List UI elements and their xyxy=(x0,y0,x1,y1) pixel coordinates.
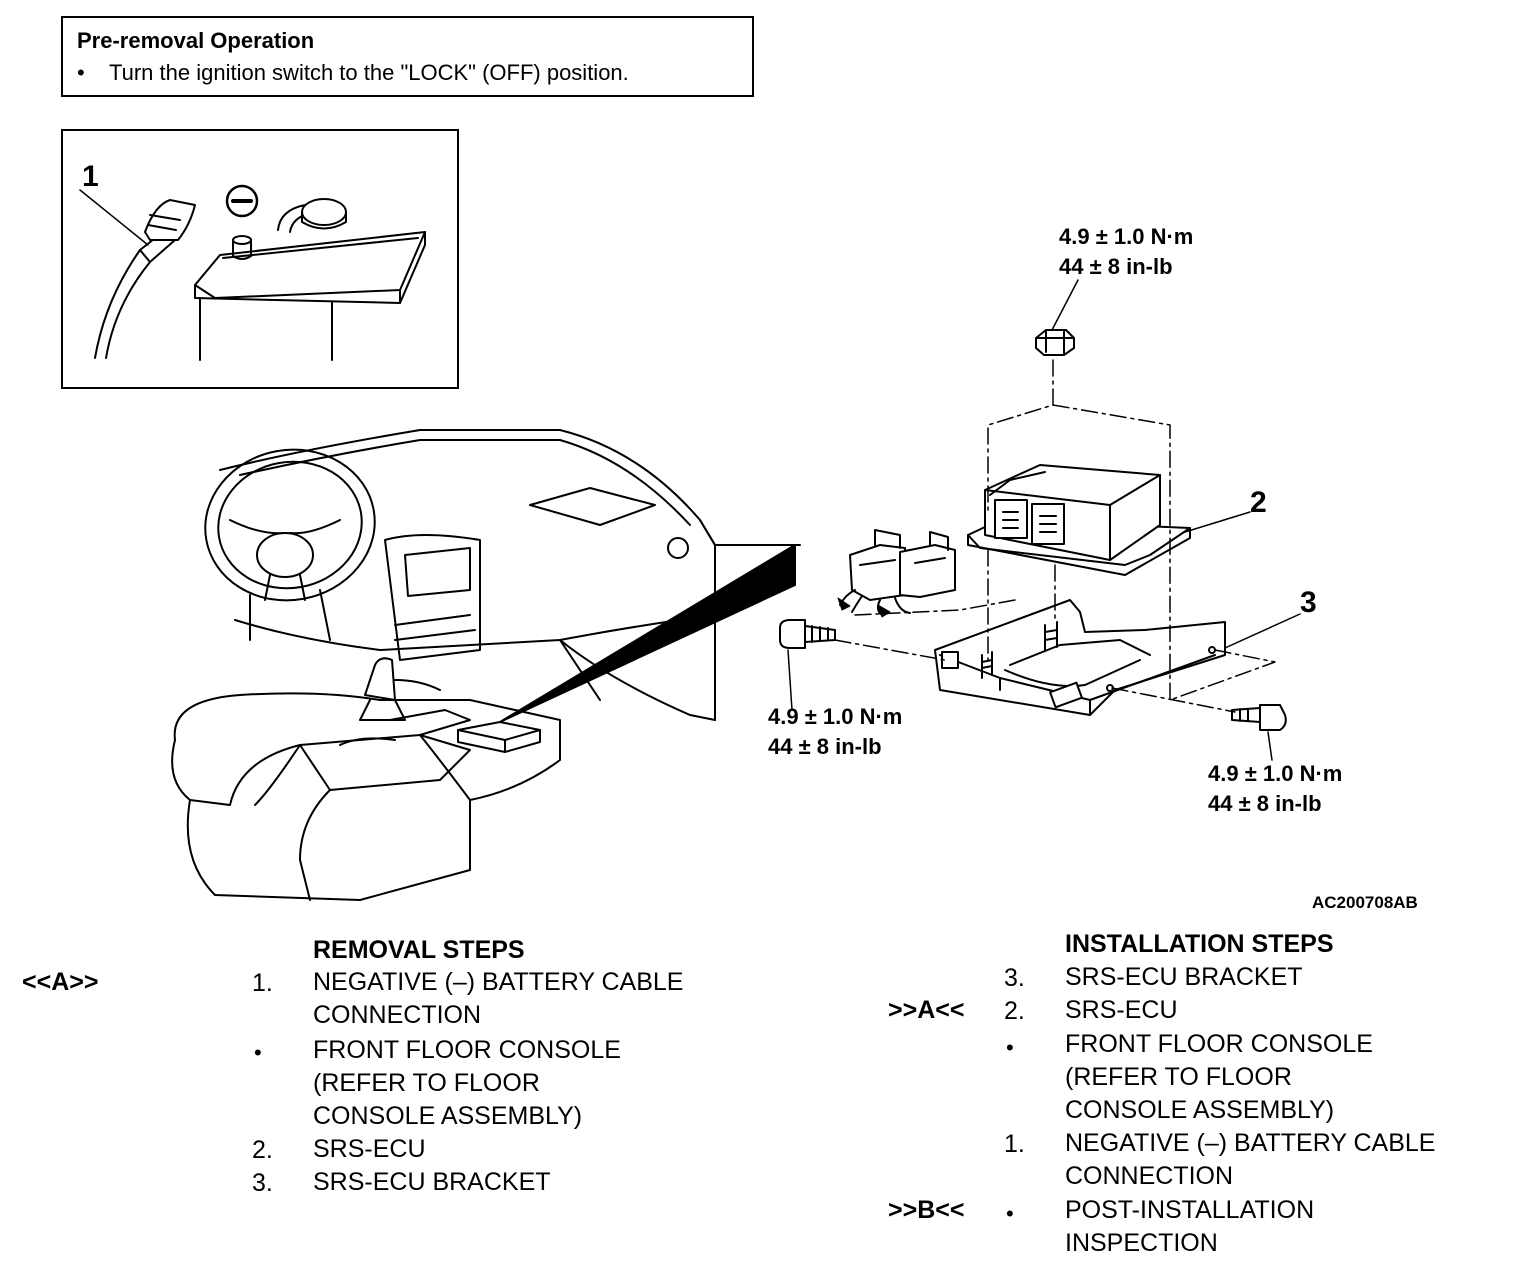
installation-step-num: 3. xyxy=(1004,964,1025,992)
installation-tag-b: >>B<< xyxy=(888,1196,965,1224)
callout-3: 3 xyxy=(1300,586,1317,619)
torque-imperial: 44 ± 8 in-lb xyxy=(768,734,882,759)
step-line: SRS-ECU BRACKET xyxy=(313,1168,551,1196)
installation-step-num: 1. xyxy=(1004,1130,1025,1158)
step-line: CONNECTION xyxy=(313,1001,482,1029)
bolt-left-illustration xyxy=(779,619,836,649)
negative-cable-illustration xyxy=(79,189,196,359)
step-line: SRS-ECU xyxy=(313,1135,426,1163)
removal-step-1: NEGATIVE (–) BATTERY CABLE CONNECTION xyxy=(313,966,683,1032)
srs-ecu-bracket-illustration xyxy=(934,599,1226,716)
step-line: SRS-ECU xyxy=(1065,996,1178,1024)
step-line: CONSOLE ASSEMBLY) xyxy=(1065,1096,1335,1124)
callout-1: 1 xyxy=(82,160,99,193)
step-line: CONNECTION xyxy=(1065,1162,1234,1190)
torque-metric: 4.9 ± 1.0 N·m xyxy=(768,704,903,729)
torque-spec-right: 4.9 ± 1.0 N·m 44 ± 8 in-lb xyxy=(1208,759,1342,819)
nut-top-illustration xyxy=(1035,329,1075,356)
installation-tag-a: >>A<< xyxy=(888,996,965,1024)
removal-step-num: 1. xyxy=(252,969,273,997)
torque-spec-left: 4.9 ± 1.0 N·m 44 ± 8 in-lb xyxy=(768,702,902,762)
installation-step-num: 2. xyxy=(1004,997,1025,1025)
bolt-right-illustration xyxy=(1231,704,1287,731)
torque-spec-top: 4.9 ± 1.0 N·m 44 ± 8 in-lb xyxy=(1059,222,1193,282)
removal-step-num: 3. xyxy=(252,1169,273,1197)
leader-lines xyxy=(787,279,1301,761)
installation-step-bullet: • xyxy=(1006,1035,1014,1060)
callout-2: 2 xyxy=(1250,486,1267,519)
removal-step-3: SRS-ECU BRACKET xyxy=(313,1166,551,1199)
removal-tag-a: <<A>> xyxy=(22,968,99,996)
srs-ecu-illustration xyxy=(967,464,1191,576)
step-line: POST-INSTALLATION xyxy=(1065,1196,1315,1224)
step-line: SRS-ECU BRACKET xyxy=(1065,963,1303,991)
pre-removal-title: Pre-removal Operation xyxy=(77,28,315,53)
torque-metric: 4.9 ± 1.0 N·m xyxy=(1208,761,1343,786)
step-line: NEGATIVE (–) BATTERY CABLE xyxy=(313,968,684,996)
battery-inset xyxy=(61,129,459,389)
step-line: (REFER TO FLOOR xyxy=(1065,1063,1292,1091)
pre-removal-item: • Turn the ignition switch to the "LOCK" … xyxy=(77,60,629,86)
step-line: FRONT FLOOR CONSOLE xyxy=(313,1036,621,1064)
minus-symbol-icon xyxy=(225,184,259,218)
battery-illustration xyxy=(194,198,426,361)
installation-step-2: SRS-ECU xyxy=(1065,994,1178,1027)
figure-code: AC200708AB xyxy=(1312,893,1418,912)
dashboard-illustration xyxy=(171,429,801,901)
installation-step-1: NEGATIVE (–) BATTERY CABLE CONNECTION xyxy=(1065,1127,1435,1193)
removal-step-bullet: • xyxy=(254,1040,262,1065)
torque-metric: 4.9 ± 1.0 N·m xyxy=(1059,224,1194,249)
bullet: • xyxy=(77,60,85,85)
removal-step-console: FRONT FLOOR CONSOLE (REFER TO FLOOR CONS… xyxy=(313,1034,621,1133)
removal-step-num: 2. xyxy=(252,1136,273,1164)
step-line: (REFER TO FLOOR xyxy=(313,1069,540,1097)
alignment-lines xyxy=(834,359,1276,713)
step-line: FRONT FLOOR CONSOLE xyxy=(1065,1030,1373,1058)
pre-removal-box: Pre-removal Operation • Turn the ignition… xyxy=(61,16,754,97)
installation-step-console: FRONT FLOOR CONSOLE (REFER TO FLOOR CONS… xyxy=(1065,1028,1373,1127)
step-line: INSPECTION xyxy=(1065,1229,1218,1257)
torque-imperial: 44 ± 8 in-lb xyxy=(1208,791,1322,816)
installation-steps-title: INSTALLATION STEPS xyxy=(1065,930,1334,958)
removal-steps-title: REMOVAL STEPS xyxy=(313,936,525,964)
torque-imperial: 44 ± 8 in-lb xyxy=(1059,254,1173,279)
step-line: NEGATIVE (–) BATTERY CABLE xyxy=(1065,1129,1436,1157)
removal-step-2: SRS-ECU xyxy=(313,1133,426,1166)
pre-removal-text: Turn the ignition switch to the "LOCK" (… xyxy=(109,60,629,85)
wiring-connector-illustration xyxy=(837,529,956,618)
step-line: CONSOLE ASSEMBLY) xyxy=(313,1102,583,1130)
installation-step-bullet: • xyxy=(1006,1201,1014,1226)
installation-step-inspection: POST-INSTALLATION INSPECTION xyxy=(1065,1194,1314,1260)
installation-step-3: SRS-ECU BRACKET xyxy=(1065,961,1303,994)
